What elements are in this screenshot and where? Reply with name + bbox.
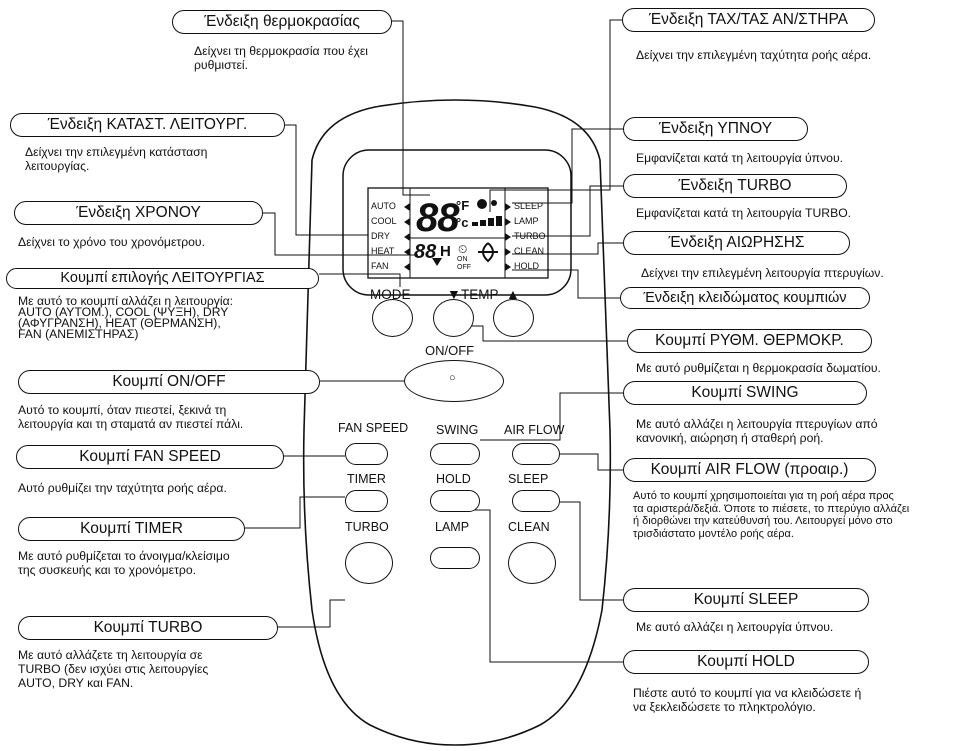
desc-mode-indicator: Δείχνει την επιλεγμένη κατάσταση λειτουρ… (25, 145, 208, 173)
callout-mode-button: Κουμπί επιλογής ΛΕΙΤΟΥΡΓΙΑΣ (6, 268, 319, 289)
lcd-heat: HEAT (371, 246, 395, 256)
timer-button-label: TIMER (347, 472, 386, 486)
lamp-button[interactable] (430, 547, 480, 569)
desc-temperature-indicator: Δείχνει τη θερμοκρασία που έχει ρυθμιστε… (194, 44, 368, 72)
clean-button[interactable] (508, 542, 556, 584)
temp-up-button[interactable] (493, 299, 534, 337)
air-flow-button-label: AIR FLOW (504, 423, 565, 437)
fan-speed-button[interactable] (345, 443, 388, 465)
desc-turbo-indicator: Εμφανίζεται κατά τη λειτουργία TURBO. (636, 206, 852, 220)
desc-timer-button: Με αυτό ρυθμίζεται το άνοιγμα/κλείσιμο τ… (18, 549, 230, 577)
lcd-clean: CLEAN (514, 246, 545, 256)
fan-speed-button-label: FAN SPEED (338, 421, 409, 435)
lcd-turbo: TURBO (514, 231, 546, 241)
callout-swing-button: Κουμπί SWING (623, 381, 867, 405)
air-flow-button[interactable] (512, 443, 560, 465)
temp-down-button[interactable] (433, 299, 474, 337)
callout-temp-button: Κουμπί ΡΥΘΜ. ΘΕΡΜΟΚΡ. (627, 329, 872, 353)
lcd-cool: COOL (371, 216, 397, 226)
callout-lock-indicator: Ένδειξη κλειδώματος κουμπιών (620, 287, 870, 309)
callout-fan-speed-button: Κουμπί FAN SPEED (16, 445, 284, 469)
desc-mode-button: Με αυτό το κουμπί αλλάζει η λειτουργία: … (18, 294, 234, 341)
temp-up-icon: ▲ (506, 286, 520, 302)
callout-swing-indicator: Ένδειξη ΑΙΩΡΗΣΗΣ (623, 231, 850, 255)
lcd-hour-symbol: H (440, 243, 451, 260)
mode-button[interactable] (372, 299, 413, 337)
callout-mode-indicator: Ένδειξη ΚΑΤΑΣΤ. ΛΕΙΤΟΥΡΓ. (10, 113, 285, 137)
lcd-fahrenheit: °F (456, 198, 470, 213)
desc-temp-button: Με αυτό ρυθμίζεται η θερμοκρασία δωματίο… (636, 361, 881, 375)
desc-hold-button: Πιέστε αυτό το κουμπί για να κλειδώσετε … (633, 686, 862, 714)
temp-button-label: TEMP (461, 287, 499, 302)
hold-button-label: HOLD (436, 472, 471, 486)
callout-temperature-indicator: Ένδειξη θερμοκρασίας (172, 10, 392, 34)
callout-turbo-indicator: Ένδειξη TURBO (623, 174, 847, 198)
desc-turbo-button: Με αυτό αλλάζετε τη λειτουργία σε TURBO … (18, 648, 209, 690)
lamp-button-label: LAMP (435, 520, 470, 534)
lcd-celsius: °c (456, 215, 469, 230)
lcd-sleep: SLEEP (514, 201, 544, 211)
onoff-button-label: ON/OFF (425, 343, 475, 358)
callout-turbo-button: Κουμπί TURBO (18, 616, 278, 640)
desc-fan-speed-indicator: Δείχνει την επιλεγμένη ταχύτητα ροής αέρ… (636, 48, 872, 62)
desc-sleep-indicator: Εμφανίζεται κατά τη λειτουργία ύπνου. (636, 151, 844, 165)
desc-sleep-button: Με αυτό αλλάζει η λειτουργία ύπνου. (636, 620, 834, 634)
lcd-temperature-digits: 88 (416, 196, 459, 240)
clean-button-label: CLEAN (508, 520, 550, 534)
lcd-lamp: LAMP (514, 216, 539, 226)
desc-air-flow-button: Αυτό το κουμπί χρησιμοποιείται για τη ρο… (633, 490, 910, 540)
turbo-button[interactable] (345, 542, 393, 584)
hold-button[interactable] (430, 490, 480, 512)
clock-icon: ⏲ (458, 242, 468, 256)
lcd-off: OFF (457, 264, 471, 271)
callout-time-indicator: Ένδειξη ΧΡΟΝΟΥ (14, 201, 263, 225)
swing-button-label: SWING (436, 423, 479, 437)
lcd-fan: FAN (371, 261, 389, 271)
desc-fan-speed-button: Αυτό ρυθμίζει την ταχύτητα ροής αέρα. (18, 481, 227, 495)
temp-down-icon: ▼ (447, 286, 461, 302)
callout-hold-button: Κουμπί HOLD (623, 650, 869, 674)
onoff-button[interactable] (404, 360, 504, 402)
swing-button[interactable] (430, 443, 480, 465)
timer-button[interactable] (345, 490, 388, 512)
lcd-hold: HOLD (514, 261, 540, 271)
callout-timer-button: Κουμπί TIMER (18, 517, 245, 541)
desc-onoff-button: Αυτό το κουμπί, όταν πιεστεί, ξεκινά τη … (18, 403, 244, 431)
sleep-button[interactable] (512, 490, 560, 512)
callout-sleep-button: Κουμπί SLEEP (623, 588, 869, 612)
callout-fan-speed-indicator: Ένδειξη ΤΑΧ/ΤΑΣ ΑΝ/ΣΤΗΡΑ (622, 8, 875, 32)
callout-onoff-button: Κουμπί ON/OFF (18, 370, 320, 394)
turbo-button-label: TURBO (345, 520, 389, 534)
lcd-dry: DRY (371, 231, 390, 241)
lcd-timer-digits: 88 (414, 241, 437, 263)
sleep-button-label: SLEEP (508, 472, 549, 486)
desc-swing-indicator: Δείχνει την επιλεγμένη λειτουργία πτερυγ… (641, 266, 884, 280)
power-dot-icon: ○ (449, 372, 456, 384)
callout-sleep-indicator: Ένδειξη ΥΠΝΟΥ (623, 117, 808, 141)
lcd-on: ON (457, 256, 468, 263)
lcd-auto: AUTO (371, 201, 396, 211)
desc-time-indicator: Δείχνει το χρόνο του χρονόμετρου. (18, 235, 205, 249)
callout-air-flow-button: Κουμπί AIR FLOW (προαιρ.) (623, 458, 876, 482)
mode-button-label: MODE (370, 287, 411, 302)
desc-swing-button: Με αυτό αλλάζει η λειτουργία πτερυγίων α… (636, 417, 878, 445)
